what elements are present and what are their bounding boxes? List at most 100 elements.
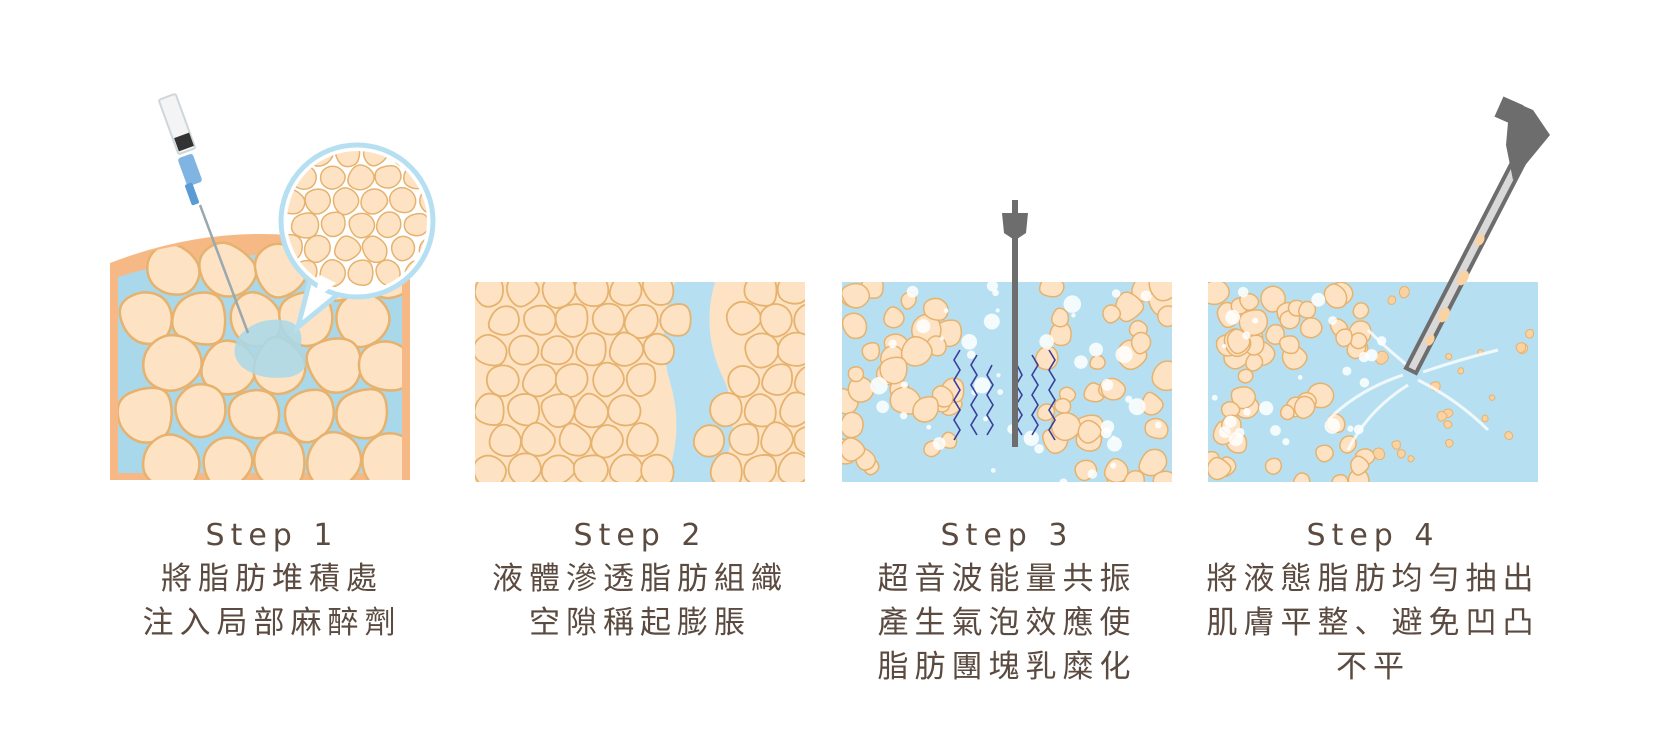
fat-cell (575, 332, 607, 367)
step-4-illustration (1208, 96, 1588, 490)
fat-cell (591, 302, 626, 336)
bubble (1039, 334, 1054, 349)
bubble (1359, 377, 1370, 388)
fat-cell (1443, 420, 1453, 429)
fat-cell (170, 291, 227, 346)
fat-cell (202, 436, 254, 480)
bubble (1101, 427, 1112, 439)
step-2-title: Step 2 (573, 518, 707, 553)
fat-cell (641, 282, 675, 306)
fat-cell (777, 451, 805, 482)
bubble (1234, 427, 1245, 438)
fat-cell (335, 387, 389, 440)
bubble (876, 400, 890, 414)
fat-cell (475, 392, 505, 426)
bubble (1376, 336, 1387, 346)
bubble (1324, 418, 1341, 434)
bubbles (870, 282, 1162, 482)
bubble (1328, 316, 1338, 325)
fat-cell (842, 312, 868, 340)
fat-cell (743, 282, 778, 307)
bubble (932, 437, 946, 450)
fat-cell (861, 342, 881, 362)
fat-cell (1391, 440, 1401, 450)
fat-cell (1436, 410, 1448, 422)
fat-cell (506, 282, 540, 308)
fat-cell (1102, 304, 1122, 324)
bubble (939, 336, 944, 341)
bubble (1225, 309, 1241, 325)
bubble (1074, 355, 1088, 369)
fat-cell (608, 453, 644, 482)
fat-cell (728, 423, 760, 456)
fat-cell (1089, 354, 1106, 370)
fat-cell (540, 393, 576, 428)
bubble (986, 282, 998, 292)
fat-cell (1279, 404, 1295, 421)
fat-cell (1123, 469, 1146, 482)
fat-cell (1138, 448, 1168, 477)
fat-cell (709, 391, 743, 428)
fat-cell (508, 334, 540, 366)
fat-cell (304, 188, 332, 215)
bubble (1297, 375, 1303, 380)
fat-cell (1157, 305, 1172, 328)
fat-cell (1208, 282, 1230, 306)
fat-cell (883, 306, 905, 329)
fat-cell (374, 164, 402, 189)
fat-cell (608, 331, 645, 367)
fat-cell (1488, 394, 1496, 401)
fat-cell (416, 151, 427, 167)
bubble (899, 411, 908, 420)
fat-cell (1407, 455, 1415, 463)
fat-cell (572, 454, 609, 482)
anesthetic-blob (234, 319, 306, 378)
bubble (1110, 462, 1117, 469)
ultrasound-probe-icon (1002, 200, 1028, 447)
fat-cell (1293, 395, 1316, 420)
fat-cell (1278, 335, 1300, 355)
bubble (916, 319, 931, 334)
fat-cell (759, 303, 793, 338)
step-3-title: Step 3 (940, 518, 1074, 553)
fat-cell (1352, 302, 1370, 320)
fat-cell (540, 454, 576, 482)
fat-cell (118, 291, 173, 346)
fat-cell (692, 424, 726, 458)
fat-cell (1504, 431, 1514, 441)
bubble (888, 339, 897, 349)
bubble (943, 308, 949, 314)
fat-cell (333, 235, 362, 262)
step-4-description: 將液態脂肪均勻抽出 肌膚平整、避免凹凸 不平 (1206, 561, 1540, 685)
step-3-caption: Step 3 超音波能量共振 產生氣泡效應使 脂肪團塊乳糜化 (827, 515, 1187, 689)
fat-cell (390, 235, 416, 262)
fat-cell (793, 303, 805, 338)
bubble (1140, 290, 1152, 302)
fat-cell (1152, 470, 1172, 482)
fat-cell (303, 234, 331, 264)
bubble (1063, 295, 1082, 313)
fat-cell (253, 431, 306, 480)
cannula-icon (1403, 96, 1550, 376)
fat-cell (1525, 329, 1535, 339)
bubble (1243, 407, 1251, 416)
fat-cell (1398, 285, 1410, 299)
fat-cell (793, 425, 805, 455)
bubble (1111, 435, 1116, 440)
bubble (1125, 395, 1133, 403)
fat-cell (1298, 300, 1317, 319)
fat-cell (1515, 342, 1527, 354)
fat-fragments (842, 282, 1172, 482)
bubble (997, 389, 1004, 395)
fat-cell (141, 433, 201, 480)
fat-cell (1151, 360, 1172, 392)
fat-cell (348, 212, 376, 239)
bubble (961, 334, 978, 350)
fat-cell (640, 453, 675, 482)
fat-cell (375, 211, 402, 239)
fat-cell (1220, 401, 1241, 419)
bubble (1242, 331, 1251, 340)
fat-cell (592, 361, 625, 398)
step-3-description: 超音波能量共振 產生氣泡效應使 脂肪團塊乳糜化 (877, 561, 1137, 685)
